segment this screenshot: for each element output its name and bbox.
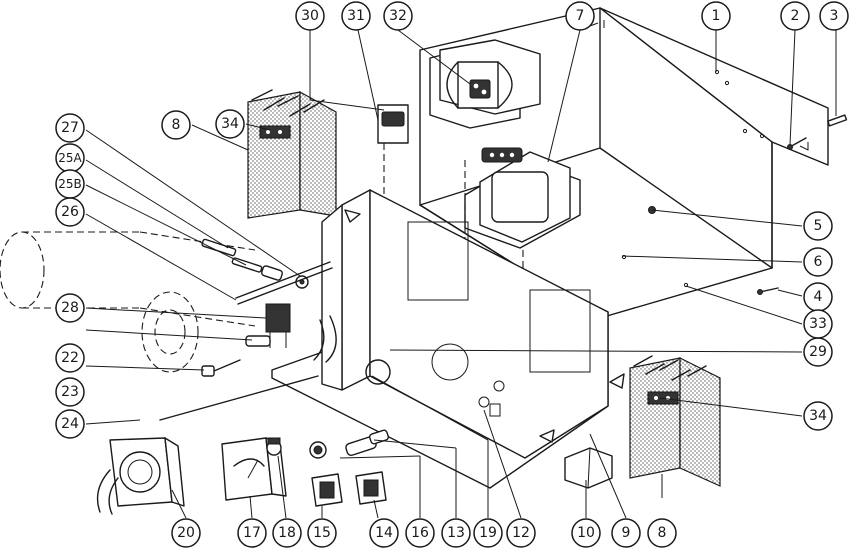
callout-25a: 25A [55,143,85,173]
callout-13: 13 [441,518,471,548]
callout-label: 3 [830,8,839,24]
callout-label: 33 [809,316,827,332]
callout-label: 30 [301,8,319,24]
bushing-part-22 [245,335,271,347]
fuse-part-25a [201,238,237,257]
callout-label: 27 [61,120,79,136]
callout-label: 12 [512,525,530,541]
callout-26: 26 [55,197,85,227]
callout-20: 20 [171,518,201,548]
callout-label: 1 [712,8,721,24]
callout-18: 18 [272,518,302,548]
callout-label: 20 [177,525,195,541]
knob-part-15 [309,441,327,459]
transformer-part-7 [464,147,581,272]
callout-2: 2 [780,1,810,31]
screw-part-4 [757,287,779,295]
callout-label: 13 [447,525,465,541]
heatsink-part-8-lower [629,355,721,487]
chassis-part-6 [271,189,609,489]
callout-label: 17 [243,525,261,541]
transformer-part-32 [429,39,541,129]
callout-1: 1 [701,1,731,31]
callout-28: 28 [55,293,85,323]
callout-label: 6 [814,254,823,270]
callout-label: 34 [221,116,239,132]
meter-part-20 [96,437,185,515]
callout-label: 28 [61,300,79,316]
callout-label: 8 [172,117,181,133]
fuse-holder-part-13 [345,429,390,457]
callout-label: 32 [389,8,407,24]
rod-part-26 [235,261,333,305]
callout-3: 3 [819,1,849,31]
callout-31: 31 [341,1,371,31]
switch-part-14 [355,471,387,505]
leader-lines [85,29,837,519]
callout-22: 22 [55,343,85,373]
callout-label: 34 [809,408,827,424]
rectifier-part-28 [265,303,291,348]
callout-6: 6 [803,247,833,277]
callout-label: 4 [814,289,823,305]
callout-label: 25A [58,151,82,165]
callout-7: 7 [565,1,595,31]
callout-label: 25B [58,177,82,191]
callout-label: 16 [411,525,429,541]
callout-label: 5 [814,218,823,234]
callout-label: 2 [791,8,800,24]
callout-label: 24 [61,416,79,432]
callout-25b: 25B [55,169,85,199]
callout-17: 17 [237,518,267,548]
callout-32: 32 [383,1,413,31]
potentiometer-part-18 [266,437,282,456]
callout-14: 14 [369,518,399,548]
terminal-block-part-31 [377,104,409,230]
callout-label: 23 [61,384,79,400]
callout-8-upper: 8 [161,110,191,140]
screw-part-23 [201,359,241,377]
callout-34-upper: 34 [215,109,245,139]
callout-label: 10 [577,525,595,541]
callout-label: 15 [313,525,331,541]
callout-label: 14 [375,525,393,541]
callout-label: 22 [61,350,79,366]
callout-label: 19 [479,525,497,541]
heatsink-part-8-upper [247,89,337,219]
fuse-holder-part-27 [261,265,309,289]
callout-23: 23 [55,377,85,407]
fan-assembly-dashed [0,231,256,373]
callout-label: 7 [576,8,585,24]
callout-15: 15 [307,518,337,548]
callout-label: 31 [347,8,365,24]
callout-19: 19 [473,518,503,548]
callout-33: 33 [803,309,833,339]
callout-27: 27 [55,113,85,143]
callout-12: 12 [506,518,536,548]
pin-part-3 [827,114,848,127]
callout-label: 26 [61,204,79,220]
callout-label: 18 [278,525,296,541]
callout-30: 30 [295,1,325,31]
callout-4: 4 [803,282,833,312]
callout-10: 10 [571,518,601,548]
callout-16: 16 [405,518,435,548]
callout-34-lower: 34 [803,401,833,431]
callout-8-lower: 8 [647,518,677,548]
switch-part-15 [311,473,343,507]
callout-label: 9 [622,525,631,541]
callout-5: 5 [803,211,833,241]
assembly-arrows [344,209,625,443]
callout-label: 8 [658,525,667,541]
callout-24: 24 [55,409,85,439]
callout-9: 9 [611,518,641,548]
callout-29: 29 [803,337,833,367]
callout-label: 29 [809,344,827,360]
cable-part-24 [159,315,337,421]
